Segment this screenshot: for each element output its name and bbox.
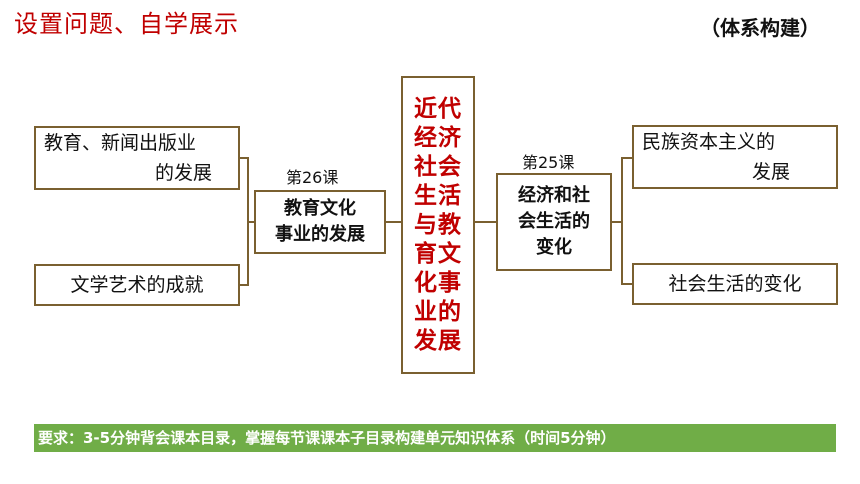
lesson-25-title-line3: 变化 bbox=[536, 237, 572, 258]
left-item-education-press: 教育、新闻出版业 的发展 bbox=[34, 126, 240, 190]
right-item-1-line2: 发展 bbox=[751, 161, 790, 183]
lesson-25-title-line2: 会生活的 bbox=[518, 211, 590, 232]
page-subtitle: （体系构建） bbox=[700, 16, 820, 40]
center-topic-text: 近代经济社会生活与教育文化事业的发展 bbox=[414, 95, 462, 354]
requirement-text: 要求：3-5分钟背会课本目录，掌握每节课课本子目录构建单元知识体系（时间5分钟） bbox=[38, 429, 616, 447]
lesson-26-title-line2: 事业的发展 bbox=[275, 224, 365, 245]
left-item-1-line2: 的发展 bbox=[154, 162, 212, 184]
right-item-2-line1: 社会生活的变化 bbox=[668, 273, 802, 295]
right-bracket bbox=[621, 157, 632, 285]
requirement-banner: 要求：3-5分钟背会课本目录，掌握每节课课本子目录构建单元知识体系（时间5分钟） bbox=[34, 424, 836, 452]
lesson-26-label: 第26课 bbox=[286, 168, 339, 187]
lesson-25-label: 第25课 bbox=[522, 153, 575, 172]
lesson-26-title-line1: 教育文化 bbox=[284, 198, 356, 219]
right-item-national-capitalism: 民族资本主义的 发展 bbox=[632, 125, 838, 189]
left-item-1-line1: 教育、新闻出版业 bbox=[44, 132, 197, 154]
right-item-1-line1: 民族资本主义的 bbox=[642, 131, 776, 153]
center-topic-box: 近代经济社会生活与教育文化事业的发展 bbox=[401, 76, 475, 374]
page-title: 设置问题、自学展示 bbox=[14, 10, 239, 38]
right-item-social-life: 社会生活的变化 bbox=[632, 263, 838, 305]
left-item-2-line1: 文学艺术的成就 bbox=[70, 274, 204, 296]
lesson-25-box: 经济和社 会生活的 变化 bbox=[496, 173, 612, 271]
left-item-literature-art: 文学艺术的成就 bbox=[34, 264, 240, 306]
lesson-25-title-line1: 经济和社 bbox=[518, 185, 590, 206]
lesson-26-box: 教育文化 事业的发展 bbox=[254, 190, 386, 254]
left-bracket bbox=[240, 157, 249, 286]
